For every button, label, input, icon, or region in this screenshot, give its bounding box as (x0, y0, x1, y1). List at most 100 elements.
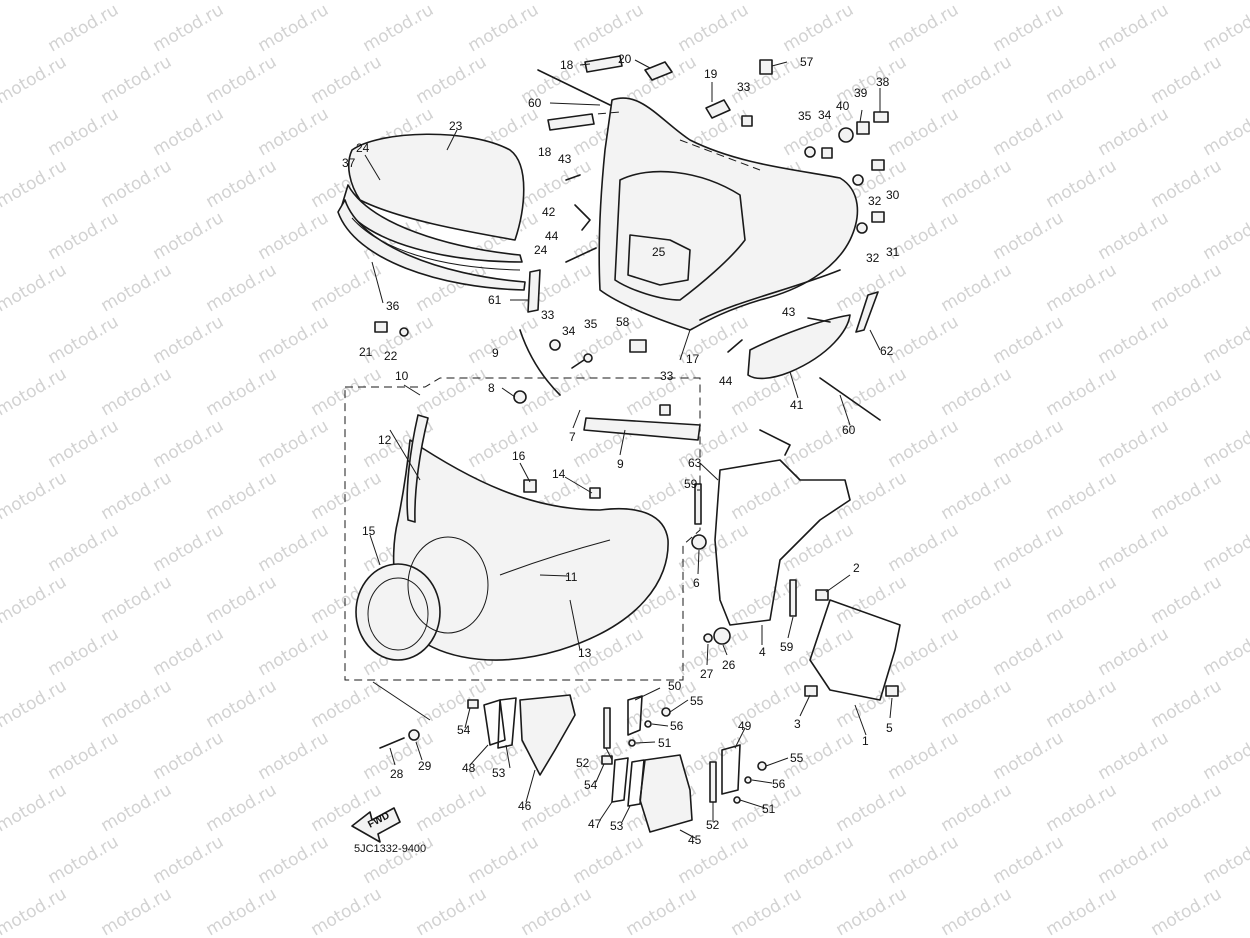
screw-16[interactable] (523, 479, 537, 493)
strip-62[interactable] (855, 291, 879, 333)
watermark-text: motod.ru (0, 260, 70, 316)
stay-47[interactable] (611, 757, 629, 803)
watermark-text: motod.ru (0, 884, 70, 938)
nut-34[interactable] (821, 147, 833, 159)
cowl-12-trim[interactable] (406, 414, 429, 523)
trim-9-lower[interactable] (583, 417, 701, 441)
callout-59-upper: 59 (684, 477, 698, 491)
inner-ring-11[interactable] (499, 539, 611, 576)
headlight-cowl-13[interactable] (392, 439, 669, 661)
bolt-5[interactable] (885, 685, 899, 697)
collar-33-mid[interactable] (659, 404, 671, 416)
callout-10: 10 (395, 369, 409, 383)
grommet-6[interactable] (691, 534, 707, 550)
watermark-text: motod.ru (255, 312, 333, 368)
headlight-lens[interactable] (367, 577, 429, 651)
grommet-40[interactable] (838, 127, 854, 143)
panel-46[interactable] (519, 694, 576, 776)
lower-edge-trim[interactable] (699, 269, 841, 321)
bracket-25[interactable] (627, 234, 691, 286)
bolt-8[interactable] (513, 390, 527, 404)
bracket-50[interactable] (627, 695, 643, 736)
watermark-text: motod.ru (1200, 832, 1250, 888)
bracket-42[interactable] (574, 204, 591, 231)
spacer-59-lower[interactable] (789, 579, 797, 617)
nut-56-left[interactable] (644, 720, 652, 728)
stay-53-left[interactable] (497, 697, 517, 749)
washer-35-mid[interactable] (583, 353, 593, 363)
collar-27[interactable] (703, 633, 713, 643)
washer-29[interactable] (408, 729, 420, 741)
screw-43-left[interactable] (565, 174, 581, 181)
watermark-text: motod.ru (833, 676, 911, 732)
watermark-text: motod.ru (203, 260, 281, 316)
callout-41: 41 (790, 398, 804, 412)
bolt-28[interactable] (379, 737, 405, 749)
tape-18-upper[interactable] (584, 55, 623, 73)
washer-35[interactable] (804, 146, 816, 158)
watermark-text: motod.ru (990, 832, 1068, 888)
collar-39[interactable] (856, 121, 870, 135)
nut-56-right[interactable] (744, 776, 752, 784)
bolt-3[interactable] (804, 685, 818, 697)
headlight-mount[interactable] (407, 536, 489, 634)
watermark-text: motod.ru (1095, 832, 1173, 888)
watermark-text: motod.ru (45, 728, 123, 784)
trim-9-upper[interactable] (519, 329, 561, 396)
windshield-trim[interactable] (341, 184, 523, 263)
watermark-text: motod.ru (1148, 260, 1226, 316)
washer-51-left[interactable] (628, 739, 636, 747)
upper-fairing-group (584, 97, 859, 331)
inner-panel[interactable] (614, 170, 746, 301)
watermark-text: motod.ru (1200, 520, 1250, 576)
grommet-26[interactable] (713, 627, 731, 645)
washer-32-lower[interactable] (856, 222, 868, 234)
watermark-text: motod.ru (150, 208, 228, 264)
rod-52-left[interactable] (603, 707, 611, 749)
stay-4[interactable] (714, 459, 851, 626)
bracket-63[interactable] (759, 429, 791, 456)
clip-57[interactable] (759, 59, 773, 75)
nut-55-left[interactable] (661, 707, 671, 717)
bolt-34-mid[interactable] (571, 359, 585, 369)
tie-60-upper[interactable] (537, 69, 611, 106)
watermark-text: motod.ru (990, 104, 1068, 160)
bracket-49[interactable] (721, 744, 741, 795)
gasket-19[interactable] (705, 99, 731, 119)
bolt-30[interactable] (871, 159, 885, 171)
bolt-31[interactable] (871, 211, 885, 223)
bolt-21[interactable] (374, 321, 388, 333)
screw-43-right[interactable] (807, 317, 831, 323)
clip-58[interactable] (629, 339, 647, 353)
stay-1[interactable] (809, 599, 901, 701)
watermark-text: motod.ru (1148, 156, 1226, 212)
screw-44-left[interactable] (565, 247, 597, 263)
washer-22[interactable] (399, 327, 409, 337)
bolt-2[interactable] (815, 589, 829, 601)
bolt-54-left[interactable] (467, 699, 479, 709)
washer-51-right[interactable] (733, 796, 741, 804)
watermark-text: motod.ru (150, 520, 228, 576)
nut-33-upper[interactable] (741, 115, 753, 127)
watermark-text: motod.ru (98, 884, 176, 938)
stay-53-right[interactable] (627, 759, 645, 807)
watermark-text: motod.ru (1095, 0, 1173, 56)
stay-48[interactable] (483, 699, 506, 746)
rod-52-right[interactable] (709, 761, 717, 803)
strip-61[interactable] (527, 269, 541, 313)
bolt-38[interactable] (873, 111, 889, 123)
callout-56-left: 56 (670, 719, 684, 733)
screw-44-right[interactable] (727, 339, 743, 353)
callout-9-upper: 9 (492, 346, 499, 360)
tie-60-lower[interactable] (819, 377, 881, 421)
gasket-20[interactable] (644, 61, 673, 81)
nut-55-right[interactable] (757, 761, 767, 771)
clip-14[interactable] (589, 487, 601, 499)
washer-32-upper[interactable] (852, 174, 864, 186)
side-cover-41[interactable] (747, 314, 851, 380)
callout-32-upper: 32 (868, 194, 882, 208)
watermark-text: motod.ru (675, 0, 753, 56)
spacer-59-upper[interactable] (694, 483, 702, 525)
tape-18-lower[interactable] (547, 113, 595, 131)
nut-33-mid[interactable] (549, 339, 561, 351)
